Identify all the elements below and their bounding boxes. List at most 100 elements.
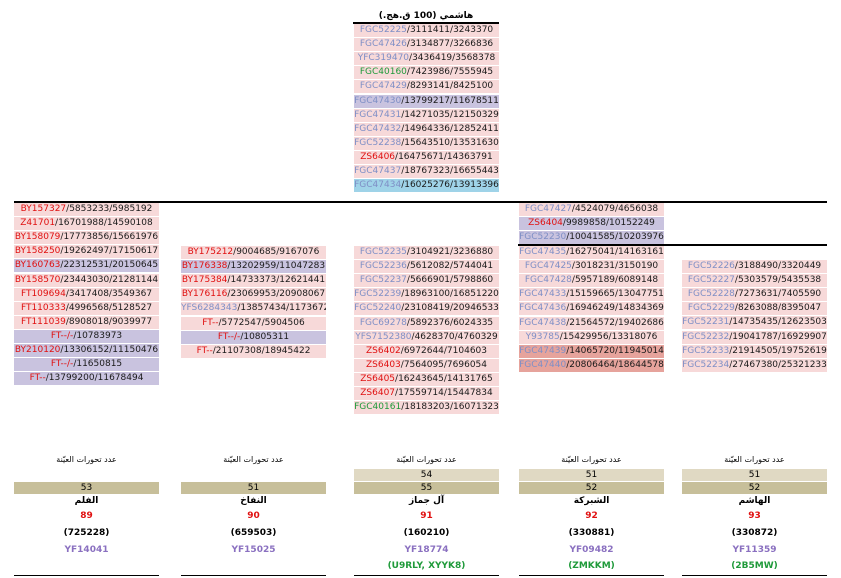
marker-positions: /13306152/11150476 bbox=[60, 345, 159, 355]
sample-note: عدد تحورات العيّنة bbox=[223, 455, 284, 464]
branch5-marker-row: FGC52234/27467380/25321233 bbox=[682, 358, 827, 372]
sample-number: 92 bbox=[585, 511, 598, 521]
branch3-marker-row: FGC52240/23108419/20946533 bbox=[354, 302, 499, 316]
marker-positions: /4996568/5128527 bbox=[65, 302, 153, 313]
mutation-count-bar: 52 bbox=[682, 482, 827, 494]
marker-positions: /3417408/3549367 bbox=[65, 288, 153, 299]
marker-name: BY158570 bbox=[14, 274, 61, 285]
marker-name: FT-- bbox=[202, 317, 219, 328]
branch3-marker-row: ZS6407/17559714/15447834 bbox=[354, 387, 499, 400]
branch2-marker-row: FT--/5772547/5904506 bbox=[181, 316, 326, 330]
branch3-marker-row: FGC52239/18963100/16851220 bbox=[354, 288, 499, 302]
branch1-marker-row: FT111039/8908018/9039977 bbox=[14, 315, 159, 329]
marker-positions: /16946249/14834369 bbox=[566, 303, 664, 314]
marker-positions: /5612082/5744041 bbox=[406, 261, 494, 272]
sample-extra: (ZMKKM) bbox=[568, 561, 615, 571]
marker-name: FGC52233 bbox=[682, 345, 730, 356]
sample-underline bbox=[682, 575, 827, 576]
marker-name: FT--/- bbox=[50, 330, 74, 341]
marker-name: FGC52225 bbox=[359, 25, 407, 35]
marker-positions: /16475671/14363791 bbox=[395, 151, 493, 162]
marker-positions: /13799217/11678511 bbox=[401, 95, 499, 106]
marker-positions: /3104921/3236880 bbox=[406, 247, 494, 257]
marker-positions: /14735435/12623503 bbox=[729, 317, 827, 328]
branch-line-top bbox=[14, 201, 827, 203]
sample-name: الفلم bbox=[74, 496, 99, 506]
branch3-marker-row: FGC40161/18183203/16071323 bbox=[354, 401, 499, 415]
marker-positions: /13857434/11736728 bbox=[237, 303, 326, 314]
branch3-marker-row: FGC52237/5666901/5798860 bbox=[354, 274, 499, 288]
sample-id: (659503) bbox=[230, 528, 277, 538]
branch4-marker-row: FGC47425/3018231/3150190 bbox=[519, 260, 664, 274]
marker-name: BY210120 bbox=[14, 345, 61, 355]
marker-positions: /11650815 bbox=[73, 359, 123, 370]
marker-name: FGC47437 bbox=[354, 166, 402, 176]
marker-positions: /17773856/15661976 bbox=[60, 232, 159, 243]
marker-positions: /23443030/21281144 bbox=[60, 274, 159, 285]
marker-name: ZS6403 bbox=[365, 359, 401, 370]
marker-positions: /9989858/10152249 bbox=[562, 218, 655, 229]
branch3-marker-row: ZS6402/6972644/7104603 bbox=[354, 344, 499, 358]
branch5-marker-row: FGC52226/3188490/3320449 bbox=[682, 260, 827, 273]
marker-name: BY176338 bbox=[181, 261, 228, 272]
marker-positions: /14271035/12150329 bbox=[401, 109, 499, 120]
branch3-marker-row: ZS6405/16243645/14131765 bbox=[354, 372, 499, 386]
branch5-marker-row: FGC52232/19041787/16929907 bbox=[682, 330, 827, 344]
mutation-count-bar: 51 bbox=[519, 469, 664, 481]
marker-name: YFS6284343 bbox=[181, 303, 238, 314]
marker-positions: /7564095/7696054 bbox=[400, 359, 488, 370]
sample-name: الشبركة bbox=[573, 496, 610, 506]
branch5-marker-row: FGC52227/5303579/5435538 bbox=[682, 274, 827, 288]
marker-name: Z41701 bbox=[20, 218, 56, 229]
sample-name: النفاخ bbox=[240, 496, 267, 506]
marker-name: FGC47427 bbox=[524, 204, 572, 214]
branch5-marker-row: FGC52228/7273631/7405590 bbox=[682, 288, 827, 302]
marker-positions: /18963100/16851220 bbox=[401, 289, 499, 300]
branch1-marker-row: FT--/-/11650815 bbox=[14, 358, 159, 372]
branch-line-sub bbox=[518, 244, 827, 246]
branch4-marker-row: FGC47439/14065720/11945014 bbox=[519, 344, 664, 358]
branch2-marker-row: BY175384/14733373/12621441 bbox=[181, 274, 326, 288]
branch3-marker-row: FGC52235/3104921/3236880 bbox=[354, 246, 499, 259]
marker-name: FT--/- bbox=[50, 359, 74, 370]
sample-note: عدد تحورات العيّنة bbox=[56, 455, 117, 464]
marker-positions: /3188490/3320449 bbox=[734, 261, 822, 271]
branch1-marker-row: FT--/13799200/11678494 bbox=[14, 372, 159, 386]
sample-code: YF11359 bbox=[732, 545, 777, 555]
branch4-marker-row: FGC47435/16275041/14163161 bbox=[519, 246, 664, 259]
center-marker-row: FGC47431/14271035/12150329 bbox=[354, 108, 499, 122]
marker-name: BY158250 bbox=[14, 246, 61, 257]
marker-name: BY157327 bbox=[20, 204, 67, 214]
marker-name: ZS6402 bbox=[365, 345, 401, 356]
branch1-marker-row: FT109694/3417408/3549367 bbox=[14, 287, 159, 301]
branch1-marker-row: BY210120/13306152/11150476 bbox=[14, 344, 159, 357]
marker-positions: /19041787/16929907 bbox=[729, 331, 827, 342]
sample-code: YF09482 bbox=[569, 545, 614, 555]
marker-name: ZS6406 bbox=[360, 151, 396, 162]
branch1-marker-row: BY160763/22312531/20150645 bbox=[14, 259, 159, 273]
marker-positions: /3134877/3266836 bbox=[406, 39, 494, 50]
branch4-marker-row: FGC47438/21564572/19402686 bbox=[519, 316, 664, 330]
sample-number: 93 bbox=[748, 511, 761, 521]
marker-positions: /16243645/14131765 bbox=[395, 373, 493, 384]
marker-positions: /18183203/16071323 bbox=[401, 402, 499, 413]
mutation-count-bar: 53 bbox=[14, 482, 159, 494]
sample-underline bbox=[519, 575, 664, 576]
center-marker-row: FGC40160/7423986/7555945 bbox=[354, 66, 499, 80]
center-marker-row: FGC47437/18767323/16655443 bbox=[354, 165, 499, 178]
marker-name: FGC47432 bbox=[354, 123, 402, 134]
marker-positions: /8293141/8425100 bbox=[406, 81, 494, 92]
marker-name: FGC52227 bbox=[687, 275, 735, 286]
sample-id: (330872) bbox=[731, 528, 778, 538]
marker-positions: /10805311 bbox=[240, 331, 290, 342]
marker-name: FGC52235 bbox=[359, 247, 407, 257]
marker-positions: /23108419/20946533 bbox=[401, 303, 499, 314]
branch3-marker-row: FGC52236/5612082/5744041 bbox=[354, 260, 499, 274]
marker-positions: /5853233/5985192 bbox=[66, 204, 153, 214]
branch4-marker-row: FGC47440/20806464/18644578 bbox=[519, 358, 664, 372]
marker-name: FGC52239 bbox=[354, 289, 402, 300]
center-marker-row: FGC47429/8293141/8425100 bbox=[354, 80, 499, 94]
sample-underline bbox=[354, 575, 499, 576]
marker-name: FGC52228 bbox=[687, 289, 735, 300]
marker-positions: /14733373/12621441 bbox=[227, 275, 326, 286]
